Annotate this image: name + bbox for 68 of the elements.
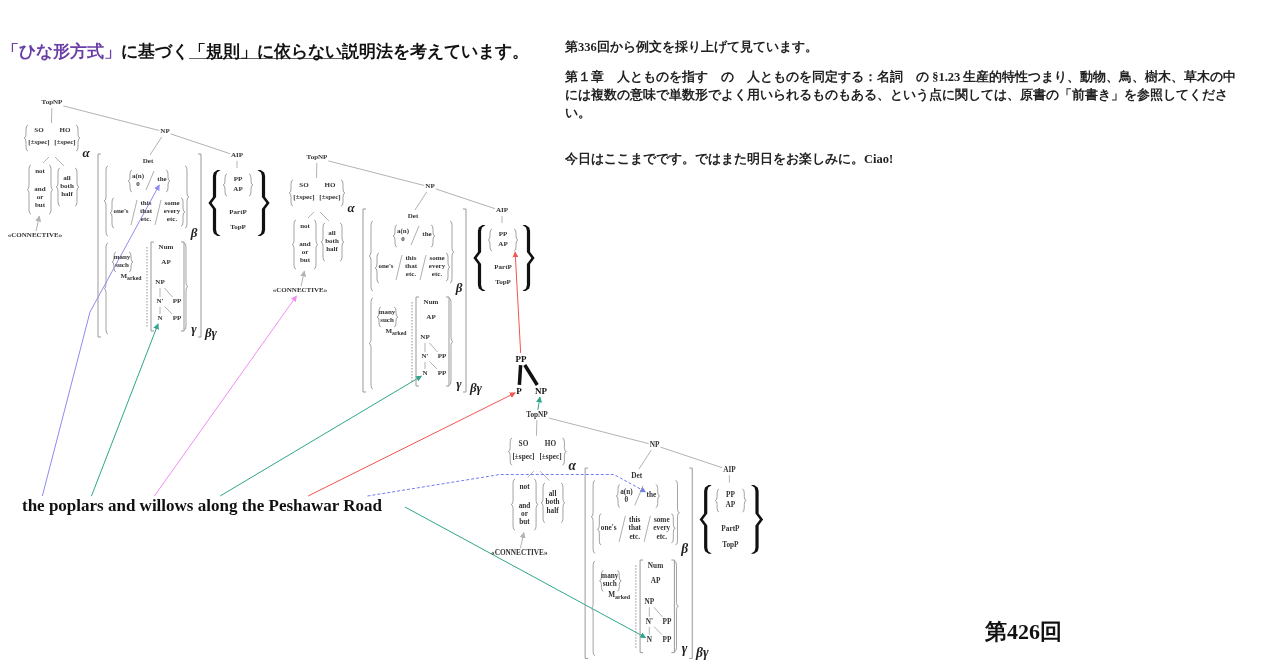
arrow [367, 474, 647, 497]
arrow [512, 251, 522, 354]
tree-branch [54, 156, 65, 167]
episode-number: 第426回 [985, 620, 1062, 645]
index-letter: βγ [469, 380, 483, 394]
tree-branch [62, 105, 160, 132]
tree-branch [728, 474, 730, 484]
tree-branch [638, 449, 652, 470]
example-phrase: the poplars and willows along the Peshawar Road [22, 497, 383, 516]
tree-branch [159, 287, 161, 298]
tree-branch [163, 287, 174, 298]
tree-branch [527, 470, 535, 478]
index-letter: α [568, 459, 577, 473]
tree-label: PP [515, 353, 527, 365]
tree-label: NP [535, 385, 547, 397]
tree-branch [424, 361, 426, 370]
tree-branch [653, 606, 663, 618]
tree-branch [429, 361, 438, 370]
index-letter: β [190, 225, 198, 239]
tree-branch [523, 364, 539, 386]
tree-branch [315, 162, 318, 179]
index-letter: βγ [204, 325, 218, 339]
tree-branch [159, 306, 161, 315]
tree-branch [517, 364, 523, 386]
paragraph: 第１章 人とものを指す の 人とものを同定する：名詞 の §1.23 生産的特性つまり、動物、鳥、樹木、草木の中には複数の意味で単数形でよく用いられるものもある、という点に関しては、原書の「前書き」を参照してください。 [565, 69, 1238, 122]
tree-branch [428, 342, 439, 353]
arrow [91, 323, 159, 497]
paragraph: 第336回から例文を採り上げて見ています。 [565, 39, 819, 56]
tree-branch [648, 606, 650, 618]
tree-branch [501, 215, 503, 224]
arrow [153, 295, 297, 497]
tree-branch [414, 191, 428, 211]
arrow [404, 506, 647, 639]
tree-branch [327, 160, 425, 187]
arrow [41, 184, 160, 497]
index-letter: βγ [696, 646, 709, 660]
tree-branch [50, 107, 53, 124]
tree-branch [659, 446, 723, 469]
tree-branch [539, 470, 550, 481]
title: 「ひな形方式」に基づく「規則」に依らない説明法を考えています。 [2, 42, 529, 63]
index-letter: γ [456, 376, 462, 390]
index-letter: γ [191, 321, 197, 335]
tree-branch [548, 417, 650, 445]
tree-branch [648, 626, 650, 636]
arrow [307, 392, 516, 497]
arrow [519, 531, 526, 549]
tree-branch [164, 306, 173, 315]
tree-branch [236, 160, 238, 169]
tree-branch [424, 342, 426, 353]
index-letter: β [455, 280, 463, 294]
tree-branch [535, 419, 538, 437]
index-letter: α [347, 200, 355, 214]
arrow [536, 396, 543, 411]
tree-branch [307, 211, 315, 219]
tree-branch [149, 136, 163, 156]
paragraph: 今日はここまでです。ではまた明日をお楽しみに。Ciao! [565, 151, 895, 168]
arrow [219, 375, 422, 497]
tree-label: P [516, 385, 522, 397]
arrow [300, 270, 307, 287]
tree-branch [170, 133, 231, 155]
index-letter: α [82, 145, 90, 159]
tree-branch [319, 211, 330, 222]
index-letter: β [681, 542, 689, 556]
tree-branch [653, 626, 663, 636]
index-letter: γ [681, 642, 688, 656]
tree-branch [42, 156, 50, 164]
arrow [35, 215, 42, 232]
tree-branch [435, 188, 496, 210]
